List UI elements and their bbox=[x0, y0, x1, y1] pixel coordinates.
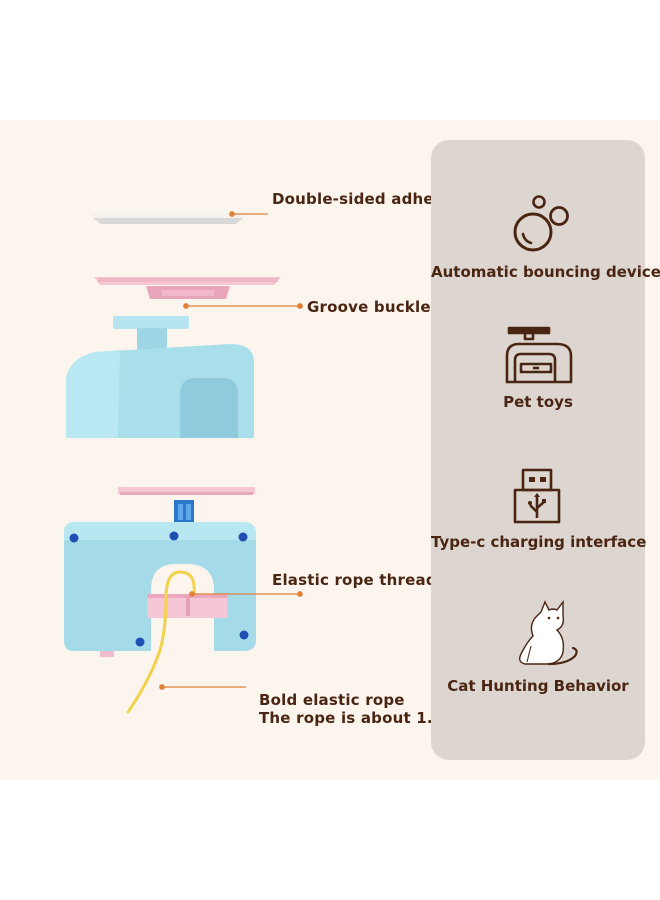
usb-c-icon bbox=[511, 468, 567, 524]
groove-plate-top bbox=[94, 277, 281, 299]
pet-toy-icon bbox=[503, 326, 575, 386]
product-diagram: Double-sided adhesive tape Groove buckle… bbox=[0, 120, 660, 780]
feature-label-bouncing: Automatic bouncing device bbox=[431, 263, 660, 281]
feature-panel: Automatic bouncing device Pet toys bbox=[431, 140, 660, 760]
device-top-part bbox=[66, 316, 254, 438]
groove-plate-bottom bbox=[118, 487, 255, 495]
leader-lines bbox=[159, 211, 303, 690]
device-illustration bbox=[64, 211, 303, 714]
cat-icon bbox=[509, 598, 581, 670]
feature-label-pet-toys: Pet toys bbox=[503, 393, 573, 411]
feature-label-typec: Type-c charging interface bbox=[431, 533, 647, 551]
feature-label-cat-hunting: Cat Hunting Behavior bbox=[447, 677, 629, 695]
elastic-rope bbox=[126, 570, 196, 714]
screws bbox=[69, 531, 249, 647]
callout-groove-buckle: Groove buckle bbox=[307, 298, 431, 316]
device-connector bbox=[174, 500, 194, 524]
bubbles-icon bbox=[509, 194, 571, 258]
callout-rope-title: Bold elastic rope bbox=[259, 691, 405, 709]
roller bbox=[147, 594, 227, 618]
device-bottom-part bbox=[64, 522, 256, 657]
adhesive-tape-pad bbox=[93, 213, 243, 224]
